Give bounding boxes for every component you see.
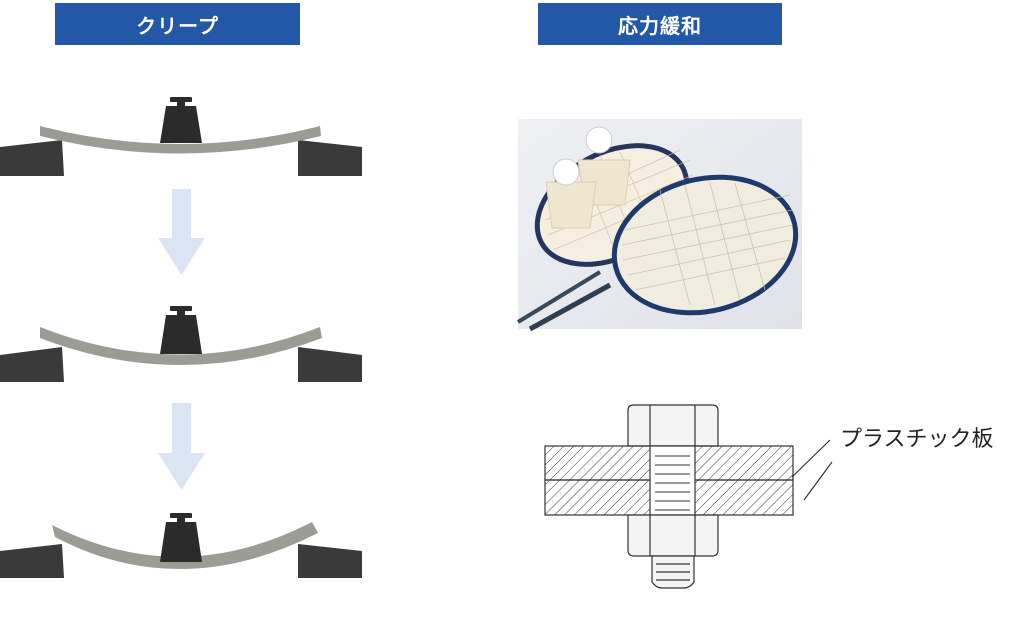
leader-line-2 <box>803 461 833 501</box>
down-arrow-2 <box>158 403 205 490</box>
creep-header: クリープ <box>55 3 300 45</box>
creep-stage-3 <box>0 513 362 578</box>
beam <box>52 522 318 570</box>
creep-stage-1 <box>0 97 362 176</box>
creep-title: クリープ <box>136 13 219 38</box>
down-arrow-1 <box>158 189 205 275</box>
stress-relaxation-header: 応力緩和 <box>538 3 782 45</box>
creep-stage-2 <box>0 306 362 382</box>
bolt-head <box>627 404 719 447</box>
stress-relaxation-title: 応力緩和 <box>618 13 702 38</box>
badminton-racket-photo <box>516 119 802 332</box>
weight <box>160 306 202 354</box>
weight <box>160 97 202 143</box>
support-right <box>298 140 362 176</box>
support-left <box>0 347 64 382</box>
support-left <box>0 140 64 176</box>
leader-line-1 <box>791 439 831 478</box>
beam <box>40 327 322 365</box>
support-right <box>298 544 362 578</box>
support-right <box>298 347 362 382</box>
nut <box>627 514 719 557</box>
plastic-plate-label: プラスチック板 <box>840 427 994 452</box>
support-left <box>0 544 64 578</box>
weight <box>160 513 202 562</box>
beam <box>40 126 321 154</box>
bolt-assembly-diagram <box>544 404 833 589</box>
